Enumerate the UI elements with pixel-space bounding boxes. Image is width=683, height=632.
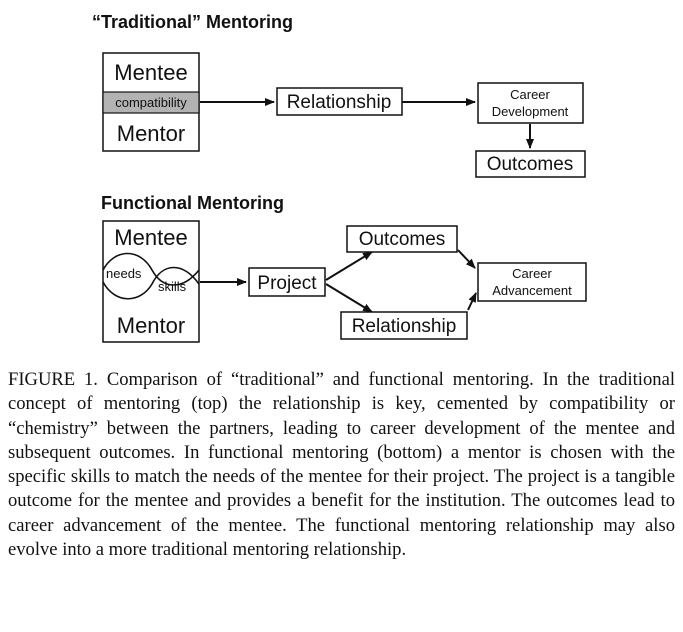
traditional-outcomes-node: Outcomes (475, 150, 586, 178)
arrow-project-to-outcomes (325, 251, 373, 281)
arrow-relationship-to-career-advancement (467, 292, 477, 311)
compatibility-label: compatibility (115, 95, 187, 110)
project-node: Project (248, 267, 326, 297)
functional-relationship-label: Relationship (352, 316, 457, 337)
career-advancement-line1: Career (512, 266, 552, 281)
figure-caption: FIGURE 1. Comparison of “traditional” an… (8, 369, 675, 561)
arrow-project-to-relationship (325, 283, 373, 313)
traditional-outcomes-label: Outcomes (487, 154, 574, 175)
project-label: Project (257, 273, 317, 294)
arrow-outcomes-to-career (457, 249, 476, 269)
functional-partners-box: Mentee needs skills Mentor (102, 220, 200, 343)
functional-mentor-label: Mentor (117, 313, 185, 338)
functional-relationship-node: Relationship (340, 311, 468, 340)
traditional-relationship-node: Relationship (276, 87, 403, 116)
functional-title: Functional Mentoring (101, 193, 284, 213)
traditional-mentee-label: Mentee (114, 60, 187, 85)
functional-outcomes-node: Outcomes (346, 225, 458, 253)
needs-skills-wave-bottom (102, 266, 200, 300)
mentoring-diagram: “Traditional” Mentoring Mentee compatibi… (92, 12, 587, 343)
career-advancement-line2: Advancement (492, 283, 572, 298)
traditional-mentor-label: Mentor (117, 121, 185, 146)
career-advancement-node: Career Advancement (477, 262, 587, 302)
career-development-line2: Development (492, 104, 569, 119)
functional-outcomes-label: Outcomes (359, 229, 446, 250)
career-development-line1: Career (510, 87, 550, 102)
traditional-relationship-label: Relationship (287, 92, 392, 113)
needs-skills-wave-top (102, 252, 200, 286)
needs-label: needs (106, 266, 142, 281)
compatibility-band (102, 91, 200, 114)
functional-mentee-label: Mentee (114, 225, 187, 250)
traditional-title: “Traditional” Mentoring (92, 12, 293, 32)
career-development-node: Career Development (477, 82, 584, 124)
skills-label: skills (158, 279, 187, 294)
traditional-partners-box: Mentee compatibility Mentor (102, 52, 200, 152)
